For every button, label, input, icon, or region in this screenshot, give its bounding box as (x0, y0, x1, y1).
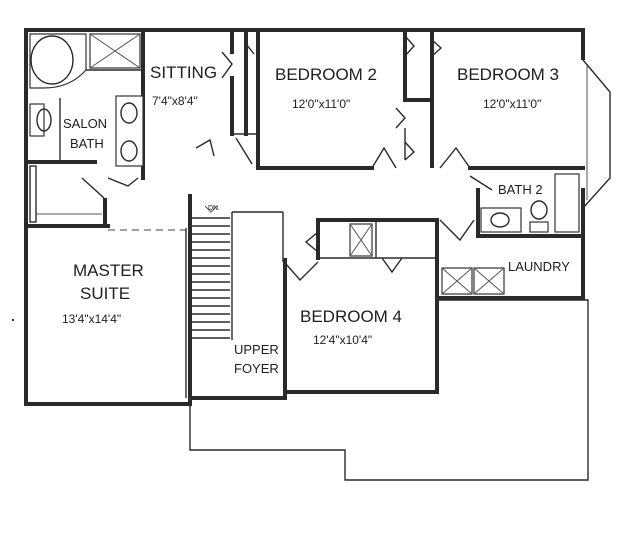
sitting-dims: 7'4"x8'4" (152, 94, 198, 108)
upper-foyer-label-line1: UPPER (234, 342, 279, 357)
salon-bath-label-line2: BATH (70, 136, 104, 151)
master-suite-label-line2: SUITE (80, 284, 130, 303)
lower-floor-outline (189, 299, 589, 481)
stair-treads (192, 205, 230, 339)
exterior-walls (24, 28, 611, 406)
laundry-label: LAUNDRY (508, 259, 570, 274)
bedroom4-dims: 12'4"x10'4" (313, 333, 372, 347)
master-suite-dims: 13'4"x14'4" (62, 312, 121, 326)
upper-foyer-label-line2: FOYER (234, 361, 279, 376)
room-labels: SITTING 7'4"x8'4" BEDROOM 2 12'0"x11'0" … (62, 63, 570, 376)
bath2-label: BATH 2 (498, 182, 543, 197)
bedroom2-dims: 12'0"x11'0" (292, 97, 350, 111)
stray-mark (11, 318, 15, 322)
sitting-label: SITTING (150, 63, 217, 82)
salon-bath-label-line1: SALON (63, 116, 107, 131)
interior-walls (24, 28, 585, 400)
bedroom2-label: BEDROOM 2 (275, 65, 377, 84)
fixtures (29, 33, 580, 295)
master-suite-label-line1: MASTER (73, 261, 144, 280)
stairs-down-label: DN. (208, 205, 220, 212)
bedroom3-label: BEDROOM 3 (457, 65, 559, 84)
doors (81, 35, 493, 282)
stairs-direction-arrow (204, 205, 218, 213)
bedroom3-dims: 12'0"x11'0" (483, 97, 541, 111)
bedroom4-label: BEDROOM 4 (300, 307, 402, 326)
